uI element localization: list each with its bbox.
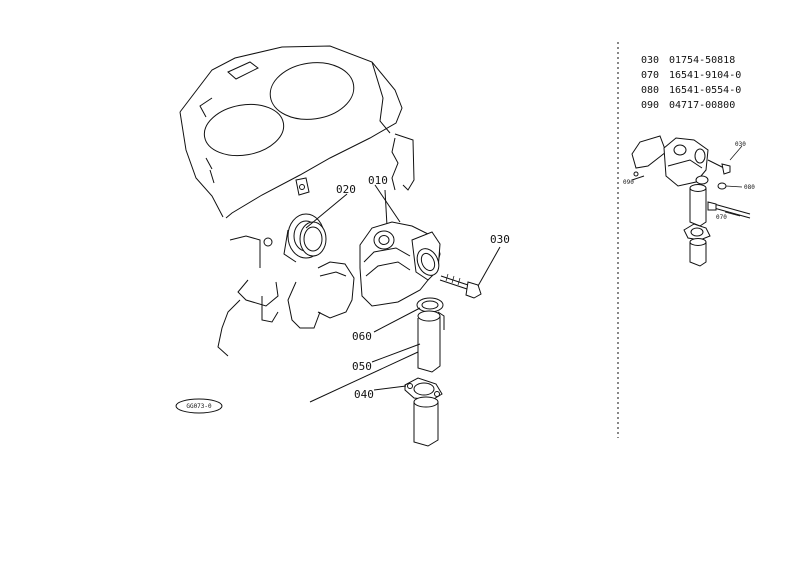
gasket-020-inner bbox=[303, 226, 323, 252]
callout-050: 050 bbox=[352, 360, 372, 373]
callout-040: 040 bbox=[354, 388, 374, 401]
parts-number: 04717-00800 bbox=[669, 100, 735, 111]
callout-030: 030 bbox=[490, 233, 510, 246]
parts-ref: 030 bbox=[641, 55, 659, 66]
inset-callout-080: 080 bbox=[744, 184, 755, 191]
clip-060 bbox=[416, 297, 444, 313]
parts-number: 16541-0554-0 bbox=[669, 85, 741, 96]
parts-ref: 070 bbox=[641, 70, 659, 81]
engine-block bbox=[179, 45, 415, 357]
parts-ref: 090 bbox=[641, 100, 659, 111]
inset-callout-030: 030 bbox=[735, 141, 746, 148]
pipe-050 bbox=[417, 310, 445, 373]
figure-code-badge: GG073-0 bbox=[175, 398, 223, 414]
inset-callouts: 030 090 080 070 bbox=[623, 141, 755, 221]
callout-labels: 020 010 030 060 050 040 bbox=[336, 174, 510, 401]
inset-callout-090: 090 bbox=[623, 179, 634, 186]
callout-010: 010 bbox=[368, 174, 388, 187]
leader-lines bbox=[305, 184, 501, 403]
callout-060: 060 bbox=[352, 330, 372, 343]
parts-ref: 080 bbox=[641, 85, 659, 96]
bolt-030 bbox=[439, 273, 482, 299]
callout-020: 020 bbox=[336, 183, 356, 196]
lower-pipe bbox=[413, 396, 439, 447]
parts-number: 01754-50818 bbox=[669, 55, 735, 66]
figure-code: GG073-0 bbox=[186, 403, 212, 410]
thermostat-housing-010 bbox=[359, 221, 441, 307]
inset-callout-070: 070 bbox=[716, 214, 727, 221]
flange-040 bbox=[404, 377, 443, 401]
parts-list: 030 01754-50818 070 16541-9104-0 080 165… bbox=[641, 55, 741, 111]
parts-number: 16541-9104-0 bbox=[669, 70, 741, 81]
inset-diagram bbox=[631, 135, 751, 267]
